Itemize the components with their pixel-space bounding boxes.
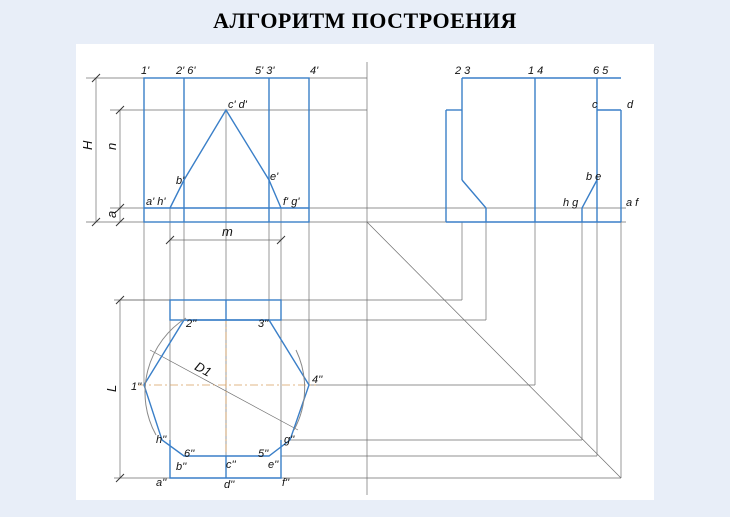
construction-lines (86, 62, 626, 495)
label-H: H (80, 140, 95, 150)
label-4-front: 4' (310, 65, 319, 77)
circle-arcs (144, 317, 306, 436)
label-23-side: 2 3 (454, 65, 471, 77)
label-65-side: 6 5 (593, 65, 609, 77)
label-cd-front: c' d' (228, 99, 248, 111)
label-h-top: h'' (156, 434, 167, 446)
label-6-top: 6'' (184, 448, 195, 460)
label-m: m (222, 224, 233, 239)
label-c-side: c (592, 99, 598, 111)
label-5-top: 5'' (258, 448, 269, 460)
axis-lines (138, 300, 316, 478)
label-4-top: 4'' (312, 374, 323, 386)
label-f-top: f'' (282, 477, 290, 489)
label-1-front: 1' (141, 65, 150, 77)
label-53-front: 5' 3' (255, 65, 275, 77)
dimension-ticks (91, 73, 286, 483)
label-c-top: c'' (226, 459, 237, 471)
label-d-side: d (627, 99, 634, 111)
label-a: a (104, 211, 119, 218)
page-title: АЛГОРИТМ ПОСТРОЕНИЯ (213, 8, 517, 33)
drawing-sheet (76, 44, 654, 500)
label-L: L (104, 385, 119, 392)
label-be-side: b e (586, 171, 601, 183)
label-hg-side: h g (563, 197, 579, 209)
label-g-top: g'' (284, 434, 295, 446)
label-b-front: b' (176, 175, 185, 187)
label-af-side: a f (626, 197, 639, 209)
object-outlines (143, 77, 622, 479)
label-fg-front: f' g' (283, 196, 300, 208)
label-d-top: d'' (224, 479, 235, 491)
label-e-top: e'' (268, 459, 279, 471)
label-D1: D1 (192, 359, 214, 380)
label-a-top: a'' (156, 477, 167, 489)
label-3-top: 3'' (258, 318, 269, 330)
label-ah-front: a' h' (146, 196, 166, 208)
label-14-side: 1 4 (528, 65, 543, 77)
label-b-top: b'' (176, 461, 187, 473)
label-26-front: 2' 6' (175, 65, 196, 77)
label-2-top: 2'' (185, 318, 197, 330)
label-1-top: 1'' (131, 381, 142, 393)
label-n: n (104, 143, 119, 150)
label-e-front: e' (270, 171, 279, 183)
